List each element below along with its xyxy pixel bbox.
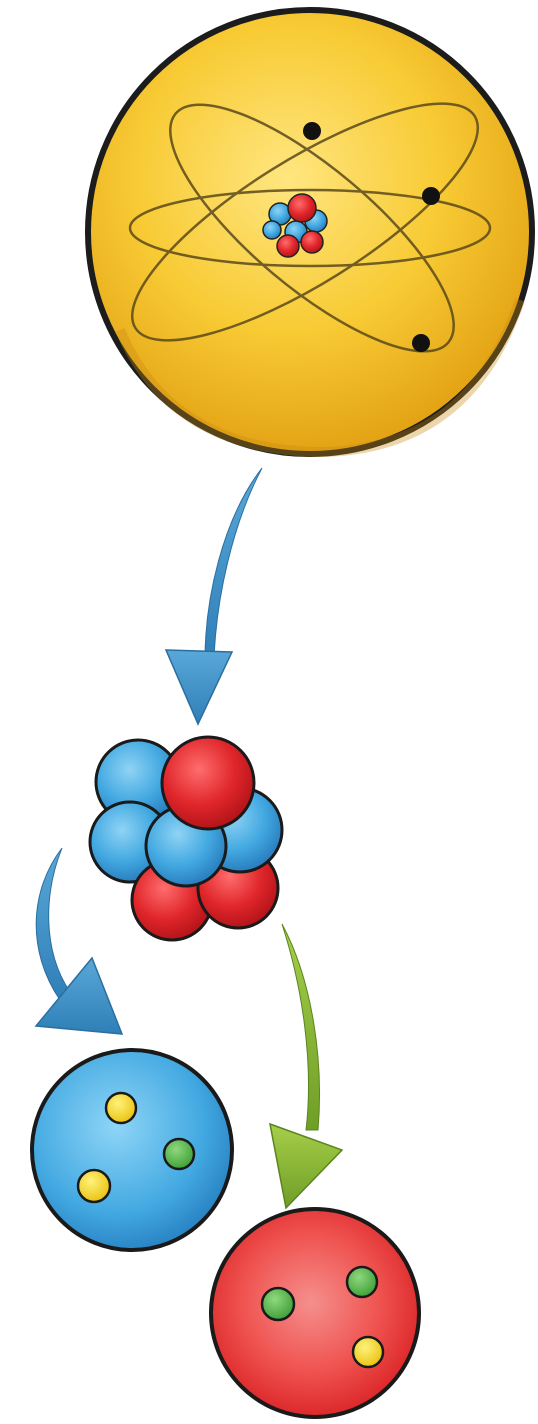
quark-green bbox=[262, 1288, 294, 1320]
electron bbox=[303, 122, 321, 140]
nucleus bbox=[90, 737, 282, 940]
arrow-atom-to-nucleus bbox=[166, 468, 262, 724]
neutron bbox=[32, 1050, 232, 1250]
up-quark-yellow bbox=[106, 1093, 136, 1123]
proton-body bbox=[211, 1209, 419, 1417]
quark-yellow bbox=[353, 1337, 383, 1367]
down-quark-green bbox=[164, 1139, 194, 1169]
electron bbox=[422, 187, 440, 205]
proton bbox=[211, 1209, 419, 1417]
arrow-nucleus-to-proton bbox=[270, 924, 342, 1208]
proton-particle bbox=[162, 737, 254, 829]
quark-green bbox=[347, 1267, 377, 1297]
neutron-body bbox=[32, 1050, 232, 1250]
electron bbox=[412, 334, 430, 352]
up-quark-yellow bbox=[78, 1170, 110, 1202]
atom bbox=[88, 10, 532, 454]
